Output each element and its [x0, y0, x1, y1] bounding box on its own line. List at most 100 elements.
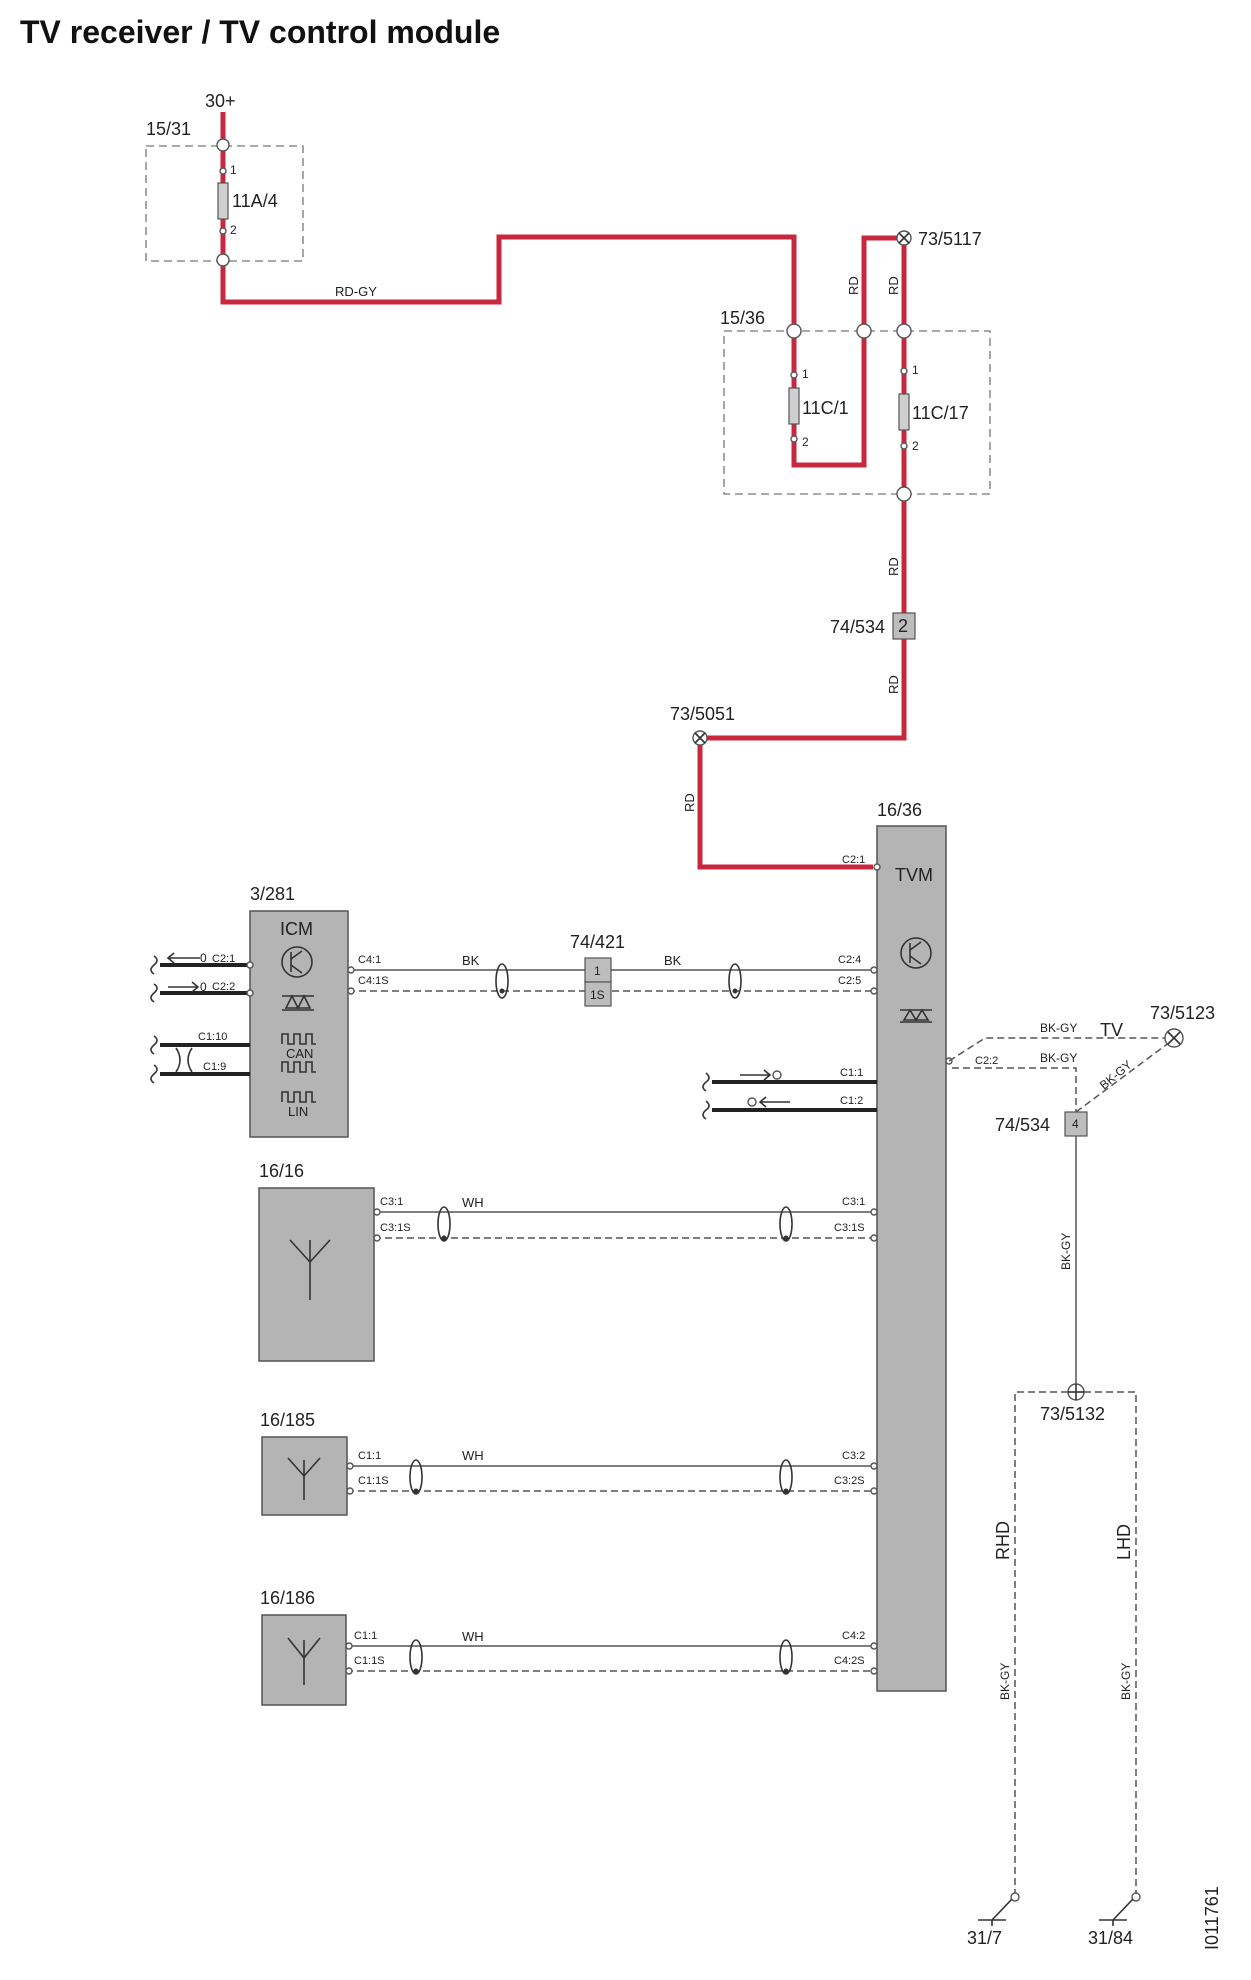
antenna-1-pin-b: C3:1S — [380, 1222, 411, 1234]
pin-node — [345, 1667, 353, 1675]
fuse-11c17 — [898, 393, 910, 431]
lhd-label: LHD — [1114, 1524, 1134, 1560]
node-loop-top — [856, 323, 872, 339]
tvm-pin-c4-2s: C4:2S — [834, 1655, 865, 1667]
wire-rd-main — [220, 112, 904, 468]
pin-f3-1 — [900, 367, 908, 375]
shield-dot — [413, 1668, 419, 1674]
feed-label: 30+ — [205, 91, 236, 111]
antenna-1-pin-a: C3:1 — [380, 1196, 403, 1208]
break-icon — [702, 1072, 710, 1092]
pin-node — [870, 1642, 878, 1650]
twisted-pair-icon — [175, 1047, 193, 1073]
tvm-id: 16/36 — [877, 800, 922, 820]
tvm-diode-icon — [900, 1008, 932, 1023]
node-f3-top — [896, 323, 912, 339]
pin-node — [870, 1487, 878, 1495]
tvm-pin-c1-1: C1:1 — [840, 1067, 863, 1079]
tvm-pin-c2-1 — [873, 863, 881, 871]
icm-pin-c1-10: C1:10 — [198, 1031, 227, 1043]
break-icon — [150, 983, 158, 1003]
pin-node — [345, 1642, 353, 1650]
wire-bk-gy-label-4: BK-GY — [1059, 1233, 1073, 1270]
wire-rhd — [1014, 1391, 1068, 1895]
tvm-pin-c3-1s: C3:1S — [834, 1222, 865, 1234]
ground-node-1 — [1010, 1892, 1020, 1902]
icm-module — [249, 910, 349, 1138]
wire-bk-label-2: BK — [664, 953, 682, 968]
icm-can-label: CAN — [286, 1046, 313, 1061]
wire-bk-gy-label-5: BK-GY — [998, 1663, 1012, 1700]
pin-f2-1 — [790, 371, 798, 379]
page-title: TV receiver / TV control module — [20, 14, 501, 50]
fuse-3-pin-1: 1 — [912, 363, 919, 377]
antenna-icon — [287, 1637, 321, 1685]
connector-1-pin: 2 — [898, 616, 908, 636]
pin-f1-1 — [219, 167, 227, 175]
wire-rd-label-1: RD — [846, 276, 861, 295]
pin-node — [373, 1208, 381, 1216]
splice-gnd-label: 73/5132 — [1040, 1404, 1105, 1424]
connector-74-421-pin1s — [584, 981, 612, 1007]
fuse-11c1 — [788, 387, 800, 425]
fuse-11a4 — [217, 182, 229, 220]
antenna-2-id: 16/185 — [260, 1410, 315, 1430]
icm-diode-icon — [282, 994, 314, 1011]
node-top-f1 — [216, 138, 230, 152]
connector-421-pin-a: 1 — [594, 964, 601, 978]
antenna-1-id: 16/16 — [259, 1161, 304, 1181]
shield-icon — [409, 1639, 423, 1675]
wire-rd-label-4: RD — [886, 675, 901, 694]
splice-73-5051 — [692, 730, 708, 746]
tvm-pin-c2-2: C2:2 — [975, 1055, 998, 1067]
shield-icon — [779, 1639, 793, 1675]
antenna-2-pin-b: C1:1S — [358, 1475, 389, 1487]
ground-1-label: 31/7 — [967, 1928, 1002, 1948]
tvm-pin-c2-1-label: C2:1 — [842, 854, 865, 866]
wire-bk-label-1: BK — [462, 953, 480, 968]
fuse-3-pin-2: 2 — [912, 439, 919, 453]
icm-pin-c4-1s: C4:1S — [358, 975, 389, 987]
splice-73-5123 — [1164, 1028, 1184, 1048]
pin-f2-2 — [790, 435, 798, 443]
tvm-label: TVM — [895, 865, 933, 885]
ground-icon — [978, 1898, 1013, 1926]
shield-dot — [499, 988, 505, 994]
wire-lhd — [1084, 1391, 1137, 1895]
wire-bk-gy-label-1: BK-GY — [1040, 1021, 1077, 1035]
icm-pin-c2-2: C2:2 — [212, 981, 235, 993]
fuse-box-1-label: 15/31 — [146, 119, 191, 139]
wire-rd-gy-label: RD-GY — [335, 284, 377, 299]
shield-dot — [732, 988, 738, 994]
shield-dot — [783, 1668, 789, 1674]
break-icon — [150, 955, 158, 975]
wire-wh-label-2: WH — [462, 1448, 484, 1463]
fuse-1-pin-1: 1 — [230, 163, 237, 177]
ground-node-2 — [1131, 1892, 1141, 1902]
wire-rd-label-2: RD — [886, 276, 901, 295]
tv-label: TV — [1100, 1020, 1123, 1040]
tvm-c1-2-node — [747, 1097, 757, 1107]
fuse-3-label: 11C/17 — [912, 403, 969, 423]
icm-pin-c2-1: C2:1 — [212, 953, 235, 965]
node-f2-top — [786, 323, 802, 339]
icm-zero-1: 0 — [200, 951, 207, 965]
fuse-1-pin-2: 2 — [230, 223, 237, 237]
rhd-label: RHD — [993, 1521, 1013, 1560]
tvm-pin-c1-2: C1:2 — [840, 1095, 863, 1107]
splice-2-label: 73/5051 — [670, 704, 735, 724]
shield-icon — [495, 963, 509, 999]
wire-bk-gy-label-3: BK-GY — [1097, 1058, 1135, 1093]
connector-421-pin-b: 1S — [590, 988, 605, 1002]
shield-icon — [409, 1459, 423, 1495]
wire-wh-label-3: WH — [462, 1629, 484, 1644]
pin-f3-2 — [900, 442, 908, 450]
wire-bk-gy-label-2: BK-GY — [1040, 1051, 1077, 1065]
pin-node — [870, 1667, 878, 1675]
node-f3-bot — [896, 486, 912, 502]
icm-pin-c4-1: C4:1 — [358, 954, 381, 966]
fuse-1-label: 11A/4 — [232, 191, 278, 211]
wire-bk-gy-c2-2 — [952, 1067, 1077, 1112]
icm-transistor-icon — [281, 946, 313, 978]
